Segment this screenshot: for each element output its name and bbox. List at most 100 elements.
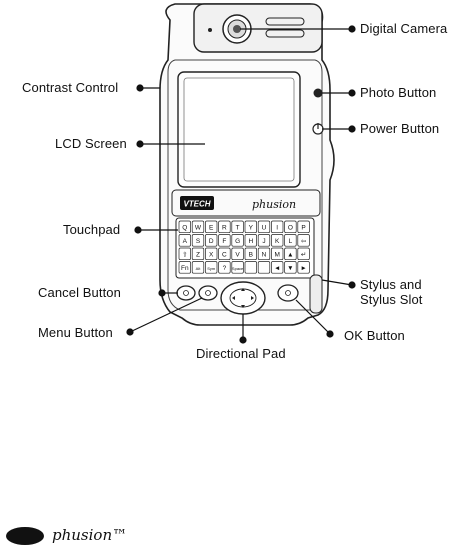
keyboard-key-label: P: [301, 225, 305, 232]
keyboard-key-label: Z: [196, 252, 200, 259]
keyboard-key-label: N: [262, 252, 267, 259]
keyboard-key: [297, 261, 310, 274]
keyboard-key: [191, 247, 205, 261]
lcd-screen-glass: [183, 77, 295, 182]
keyboard-key-label: X: [209, 252, 214, 259]
footer-brand: phusion™: [52, 526, 128, 544]
keyboard-key-label: Q: [182, 225, 187, 232]
keyboard-key: [257, 261, 271, 274]
keyboard-key: [191, 261, 205, 274]
keyboard-key: [205, 247, 218, 261]
keyboard-key-label: Fn: [181, 265, 189, 272]
label-touchpad: Touchpad: [63, 222, 121, 237]
keyboard-key: [244, 261, 257, 274]
keyboard-key: [178, 234, 191, 247]
keyboard-key: [284, 220, 297, 234]
keyboard-key-label: ↵: [301, 252, 306, 259]
keyboard-key: [231, 220, 244, 234]
keyboard-key: [284, 261, 297, 274]
keyboard-key-label: Sym: [207, 266, 216, 271]
keyboard-key-label: Y: [249, 225, 254, 232]
keyboard-key: [297, 220, 310, 234]
keyboard-key-label: ►: [300, 265, 306, 272]
keyboard-key-label: T: [236, 225, 240, 232]
keyboard-key: [244, 247, 257, 261]
label-cancel-button: Cancel Button: [38, 285, 121, 300]
keyboard-key-label: G: [235, 238, 240, 245]
label-contrast-control: Contrast Control: [22, 80, 119, 95]
photo-button-shape: [313, 88, 323, 98]
directional-pad-shape: [220, 281, 266, 315]
keyboard-key: [191, 234, 205, 247]
keyboard-key-label: K: [275, 238, 280, 245]
keyboard-key-label: U: [262, 225, 267, 232]
keyboard-key: [271, 220, 284, 234]
keyboard-key-label: S: [196, 238, 201, 245]
label-power-button: Power Button: [360, 121, 440, 136]
keyboard-key-label: Alt: [196, 266, 202, 271]
keyboard-key: [271, 247, 284, 261]
camera-housing: [193, 3, 323, 53]
label-digital-camera: Digital Camera: [360, 21, 448, 36]
keyboard-key: [231, 247, 244, 261]
keyboard-key-label: ▼: [287, 265, 293, 272]
keyboard-key: [218, 220, 231, 234]
keyboard-key-label: W: [195, 225, 202, 232]
keyboard-key: [191, 220, 205, 234]
keyboard-key: [257, 247, 271, 261]
keyboard-key-label: V: [235, 252, 240, 259]
keyboard-key: [271, 261, 284, 274]
keyboard-key-label: I: [276, 225, 278, 232]
keyboard-key-label: ▲: [287, 252, 293, 259]
keyboard-key: [178, 247, 191, 261]
keyboard-key: [231, 261, 244, 274]
keyboard-key-label: R: [222, 225, 227, 232]
keyboard-key: [218, 247, 231, 261]
keyboard-key-label: H: [248, 238, 253, 245]
keyboard-key: [271, 234, 284, 247]
menu-button-shape: [198, 285, 218, 301]
vtech-badge-text: VTECH: [183, 200, 210, 209]
label-stylus-slot: Stylus and Stylus Slot: [360, 277, 423, 307]
keyboard-key: [297, 234, 310, 247]
label-lcd-screen: LCD Screen: [55, 136, 127, 151]
keyboard-key-label: L: [289, 238, 293, 245]
keyboard-key-label: M: [274, 252, 279, 259]
keyboard-key: [205, 220, 218, 234]
camera-grill: [265, 17, 305, 26]
keyboard-key: [205, 234, 218, 247]
keyboard-key-label: F: [222, 238, 226, 245]
keyboard-key-label: O: [288, 225, 293, 232]
keyboard-key: [218, 261, 231, 274]
stylus-slot-shape: [309, 274, 323, 314]
keyboard-key: [257, 220, 271, 234]
keyboard-key: [205, 261, 218, 274]
leader-lines: [126, 25, 356, 344]
label-ok-button: OK Button: [344, 328, 405, 343]
keyboard-key: [218, 234, 231, 247]
keyboard-key-label: C: [222, 252, 227, 259]
footer-page-badge: [6, 527, 44, 545]
keyboard-key: [178, 220, 191, 234]
keyboard-key: [231, 234, 244, 247]
keyboard-key-label: ⇧: [182, 251, 187, 259]
label-menu-button: Menu Button: [38, 325, 113, 340]
vtech-badge: [180, 196, 214, 210]
keyboard-key-label: Space: [232, 266, 244, 271]
keyboard-key: [284, 247, 297, 261]
keyboard-key: [178, 261, 191, 274]
keyboard-key-label: ⇦: [301, 238, 307, 245]
keyboard-key: [297, 247, 310, 261]
keyboard-key: [257, 234, 271, 247]
label-directional-pad: Directional Pad: [196, 346, 286, 361]
keyboard-key-label: D: [209, 238, 214, 245]
keyboard-key-label: ◄: [274, 265, 280, 272]
keyboard-key-label: E: [209, 225, 214, 232]
keyboard-key-label: A: [183, 238, 188, 245]
ok-button-shape: [277, 284, 299, 302]
keyboard-key-label: B: [249, 252, 253, 259]
cancel-button-shape: [176, 285, 196, 301]
keyboard-key: [244, 234, 257, 247]
